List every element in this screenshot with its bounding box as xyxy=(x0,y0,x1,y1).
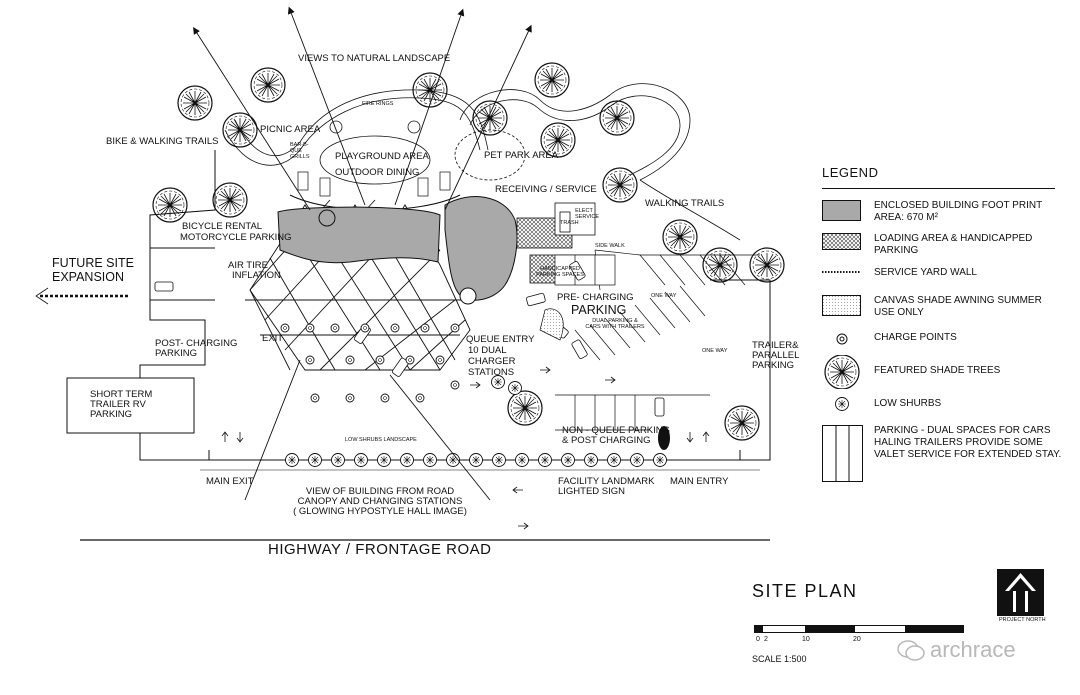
site-plan-title: SITE PLAN xyxy=(752,581,858,601)
view-lines xyxy=(193,6,532,501)
legend-item-text: LOW SHURBS xyxy=(874,398,942,409)
short-term-label-1: SHORT TERM xyxy=(90,389,153,400)
view-building-label-2: CANOPY AND CHANGING STATIONS xyxy=(297,496,463,507)
short-term-label-2: TRAILER RV xyxy=(90,399,146,410)
one-way-label-1: ONE WAY xyxy=(651,293,677,299)
legend-item-text: CANVAS SHADE AWNING SUMMER USE ONLY xyxy=(874,295,1042,318)
shrub-icon xyxy=(835,397,849,411)
queue-entry-label-4: STATIONS xyxy=(468,367,515,378)
main-exit-label: MAIN EXIT xyxy=(206,476,254,487)
low-shrubs xyxy=(285,375,667,467)
handicapped-label: HANDICAPPED PARKING SPACES xyxy=(536,266,584,278)
flow-arrows xyxy=(35,287,710,530)
queue-entry-label-3: CHARGER xyxy=(468,356,516,367)
charge-point-icon xyxy=(836,333,848,345)
building-swatch xyxy=(822,200,861,221)
scale-tick-0: 0 xyxy=(756,636,760,643)
sidewalk-label: SIDE WALK xyxy=(595,243,625,249)
legend-item-text: FEATURED SHADE TREES xyxy=(874,365,1001,376)
scale-tick-2: 2 xyxy=(764,636,768,643)
dual-parking-swatch xyxy=(822,425,863,482)
scale-tick-10: 10 xyxy=(802,636,810,643)
view-building-label-1: VIEW OF BUILDING FROM ROAD xyxy=(305,486,455,497)
legend: LEGEND ENCLOSED BUILDING FOOT PRINT AREA… xyxy=(822,165,1062,495)
pre-charging-label: PRE- CHARGING xyxy=(557,292,634,303)
fire-rings-label: FIRE RINGS xyxy=(362,101,394,107)
hatch-swatch xyxy=(822,233,861,250)
bbq-label: BAR-B-QUE GRILLS xyxy=(290,142,310,160)
legend-item-text: LOADING AREA & HANDICAPPED PARKING xyxy=(874,233,1033,256)
landmark-label-2: LIGHTED SIGN xyxy=(558,486,626,497)
trails xyxy=(224,83,741,241)
trash-label: TRASH xyxy=(560,220,579,226)
walking-trails-label: WALKING TRAILS xyxy=(645,198,725,209)
non-queue-label-1: NON - QUEUE PARKING xyxy=(562,425,671,436)
legend-item-text: ENCLOSED BUILDING FOOT PRINT AREA: 670 M… xyxy=(874,200,1042,223)
site-boundary xyxy=(80,150,771,541)
views-label: VIEWS TO NATURAL LANDSCAPE xyxy=(298,53,451,64)
trailer-parallel-label-2: PARALLEL xyxy=(752,350,800,361)
parking-stalls xyxy=(554,249,760,431)
project-north-label: PROJECT NORTH xyxy=(999,617,1046,623)
awning-swatch xyxy=(822,295,861,316)
receiving-label: RECEIVING / SERVICE xyxy=(495,184,597,195)
queue-entry-label-1: QUEUE ENTRY xyxy=(466,334,535,345)
elect-service-label: ELECT SERVICE xyxy=(575,208,600,220)
pet-park-label: PET PARK AREA xyxy=(484,150,559,161)
scale-segment xyxy=(805,626,855,632)
landmark-sign xyxy=(658,426,670,450)
legend-rule xyxy=(822,188,1055,189)
bike-trails-label: BIKE & WALKING TRAILS xyxy=(106,136,219,147)
future-site-label-2: EXPANSION xyxy=(52,270,125,284)
watermark-text: archrace xyxy=(930,637,1016,662)
low-shrubs-landscape-label: LOW SHRUBS LANDSCAPE xyxy=(345,437,417,443)
dual-parking-label: DUAL PARKING & CARS WITH TRAILERS xyxy=(585,318,645,330)
dual-parking-shade xyxy=(539,308,564,341)
parking-big-label: PARKING xyxy=(571,303,627,317)
scale-segment xyxy=(755,626,763,632)
scale-segment xyxy=(905,626,963,632)
motorcycle-parking-label: MOTORCYCLE PARKING xyxy=(180,232,292,243)
scale-tick-20: 20 xyxy=(853,636,861,643)
future-site-label-1: FUTURE SITE xyxy=(52,256,134,270)
legend-item-text: CHARGE POINTS xyxy=(874,332,957,343)
non-queue-label-2: & POST CHARGING xyxy=(562,435,651,446)
picnic-label: PICNIC AREA xyxy=(260,124,321,135)
view-building-label-3: ( GLOWING HYPOSTYLE HALL IMAGE) xyxy=(293,506,467,517)
exit-label: EXIT xyxy=(262,333,284,344)
wechat-icon xyxy=(897,640,925,661)
post-charging-label-1: POST- CHARGING xyxy=(155,338,238,349)
one-way-label-2: ONE WAY xyxy=(702,348,728,354)
air-tire-label-2: INFLATION xyxy=(232,270,281,281)
wall-swatch xyxy=(822,271,860,273)
trailer-parallel-label-1: TRAILER& xyxy=(752,340,799,351)
legend-title: LEGEND xyxy=(822,165,879,180)
outdoor-dining-label: OUTDOOR DINING xyxy=(335,167,420,178)
air-tire-label-1: AIR TIRE xyxy=(228,260,268,271)
trailer-parallel-label-3: PARKING xyxy=(752,360,795,371)
charge-points xyxy=(280,323,460,403)
scale-label: SCALE 1:500 xyxy=(752,654,807,664)
building-footprint xyxy=(277,196,518,305)
main-entry-label: MAIN ENTRY xyxy=(670,476,729,487)
shade-tree-icon xyxy=(824,355,860,389)
short-term-box xyxy=(66,377,195,434)
highway-label: HIGHWAY / FRONTAGE ROAD xyxy=(268,541,492,558)
playground-label: PLAYGROUND AREA xyxy=(335,151,429,162)
landmark-label-1: FACILITY LANDMARK xyxy=(558,476,655,487)
bicycle-rental-label: BICYCLE RENTAL xyxy=(182,221,263,232)
scale-bar xyxy=(754,625,964,633)
legend-item-text: SERVICE YARD WALL xyxy=(874,267,977,278)
short-term-label-3: PARKING xyxy=(90,409,133,420)
post-charging-label-2: PARKING xyxy=(155,348,198,359)
legend-item-text: PARKING - DUAL SPACES FOR CARS HALING TR… xyxy=(874,425,1062,460)
queue-entry-label-2: 10 DUAL xyxy=(468,345,507,356)
north-arrow-icon xyxy=(997,569,1044,616)
